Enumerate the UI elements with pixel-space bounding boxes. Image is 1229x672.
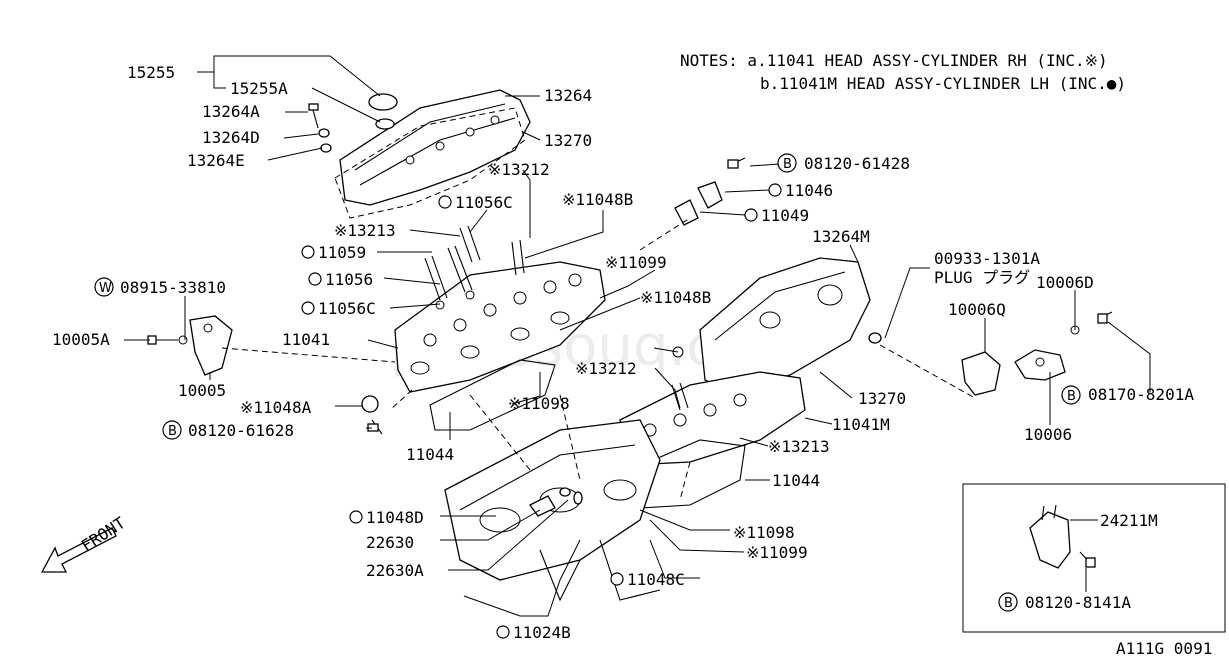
- label-10005A: 10005A: [52, 330, 110, 349]
- rocker-cover-rh: [339, 89, 531, 206]
- label-10006D: 10006D: [1036, 273, 1094, 292]
- label-08170-8201A: 08170-8201A: [1088, 385, 1194, 404]
- label-11048D: 11048D: [366, 508, 424, 527]
- note-line-lh: b.11041M HEAD ASSY-CYLINDER LH (INC.●): [760, 74, 1126, 93]
- note-line-rh: NOTES: a.11041 HEAD ASSY-CYLINDER RH (IN…: [680, 51, 1108, 70]
- label-11048A: ※11048A: [240, 398, 312, 417]
- dot-marker: [610, 572, 624, 586]
- label-15255A: 15255A: [230, 79, 288, 98]
- bolt-letter: B: [168, 424, 177, 439]
- bolt-marker: [1061, 385, 1081, 405]
- label-08120-8141A: 08120-8141A: [1025, 593, 1131, 612]
- label-10006Q: 10006Q: [948, 300, 1006, 319]
- leader-lines: [124, 55, 1151, 617]
- label-22630: 22630: [366, 533, 414, 552]
- oil-filler-cap: [368, 93, 398, 111]
- label-13270-rh: 13270: [544, 131, 592, 150]
- engine-hanger-rh: [189, 315, 233, 376]
- label-plug: PLUG プラグ: [934, 268, 1030, 287]
- label-22630A: 22630A: [366, 561, 424, 580]
- label-13212-lh: ※13212: [575, 359, 637, 378]
- label-13213-rh: ※13213: [334, 221, 396, 240]
- dot-marker: [768, 183, 782, 197]
- head-gasket-rh: [429, 359, 556, 431]
- label-13264D: 13264D: [202, 128, 260, 147]
- label-10005: 10005: [178, 381, 226, 400]
- dot-marker: [301, 245, 315, 259]
- label-11099-top: ※11099: [605, 253, 667, 272]
- label-11056C-top: 11056C: [455, 193, 513, 212]
- label-08915-33810: 08915-33810: [120, 278, 226, 297]
- bolt-marker: [162, 420, 182, 440]
- dot-marker: [349, 510, 363, 524]
- label-13264M: 13264M: [812, 227, 870, 246]
- washer-letter: W: [99, 281, 112, 296]
- label-24211M: 24211M: [1100, 511, 1158, 530]
- label-11044-rh: 11044: [406, 445, 454, 464]
- dot-marker: [496, 625, 510, 639]
- washer-marker: [94, 277, 114, 297]
- label-11098-top: ※11098: [508, 394, 570, 413]
- label-11056: 11056: [325, 270, 373, 289]
- label-13264A: 13264A: [202, 102, 260, 121]
- dot-marker: [308, 272, 322, 286]
- notes-block: NOTES: a.11041 HEAD ASSY-CYLINDER RH (IN…: [680, 51, 1126, 93]
- label-08120-61628: 08120-61628: [188, 421, 294, 440]
- bolt-marker: [998, 592, 1018, 612]
- label-11041: 11041: [282, 330, 330, 349]
- label-11059: 11059: [318, 243, 366, 262]
- label-13264: 13264: [544, 86, 592, 105]
- rocker-gasket-rh: [334, 107, 526, 219]
- label-11056C-bottom: 11056C: [318, 299, 376, 318]
- bolt-letter: B: [1067, 389, 1076, 404]
- label-00933-1301A: 00933-1301A: [934, 249, 1040, 268]
- label-11024B: 11024B: [513, 623, 571, 642]
- front-arrow: FRONT: [40, 513, 129, 573]
- label-11048B-mid: ※11048B: [640, 288, 711, 307]
- label-08120-61428: 08120-61428: [804, 154, 910, 173]
- label-15255: 15255: [127, 63, 175, 82]
- dot-marker: [438, 195, 452, 209]
- bolt-letter: B: [783, 157, 792, 172]
- engine-hanger-lh: [961, 351, 1001, 396]
- label-11048B-top: ※11048B: [562, 190, 633, 209]
- label-10006: 10006: [1024, 425, 1072, 444]
- front-label: FRONT: [78, 513, 129, 555]
- label-11044-lh: 11044: [772, 471, 820, 490]
- label-13212-top: ※13212: [488, 160, 550, 179]
- label-13270-lh: 13270: [858, 389, 906, 408]
- label-11098-bottom: ※11098: [733, 523, 795, 542]
- inset-box: [962, 483, 1226, 633]
- bolt-letter: B: [1004, 596, 1013, 611]
- dot-marker: [744, 208, 758, 222]
- label-13264E: 13264E: [187, 151, 245, 170]
- label-11048C: 11048C: [627, 570, 685, 589]
- label-13213-lh: ※13213: [768, 437, 830, 456]
- callout-labels: 15255 15255A 13264 13264A 13264D 13264E …: [52, 63, 1212, 658]
- dot-marker: [301, 301, 315, 315]
- label-11099-bottom: ※11099: [746, 543, 808, 562]
- cap-gasket: [375, 118, 395, 130]
- part-drawings: [147, 89, 1113, 602]
- footer-code: A111G 0091: [1116, 639, 1212, 658]
- rocker-cover-lh: [699, 257, 871, 393]
- label-11041M: 11041M: [832, 415, 890, 434]
- label-11049: 11049: [761, 206, 809, 225]
- label-11046: 11046: [785, 181, 833, 200]
- inset-bracket: [1029, 511, 1071, 569]
- bolt-marker: [777, 153, 797, 173]
